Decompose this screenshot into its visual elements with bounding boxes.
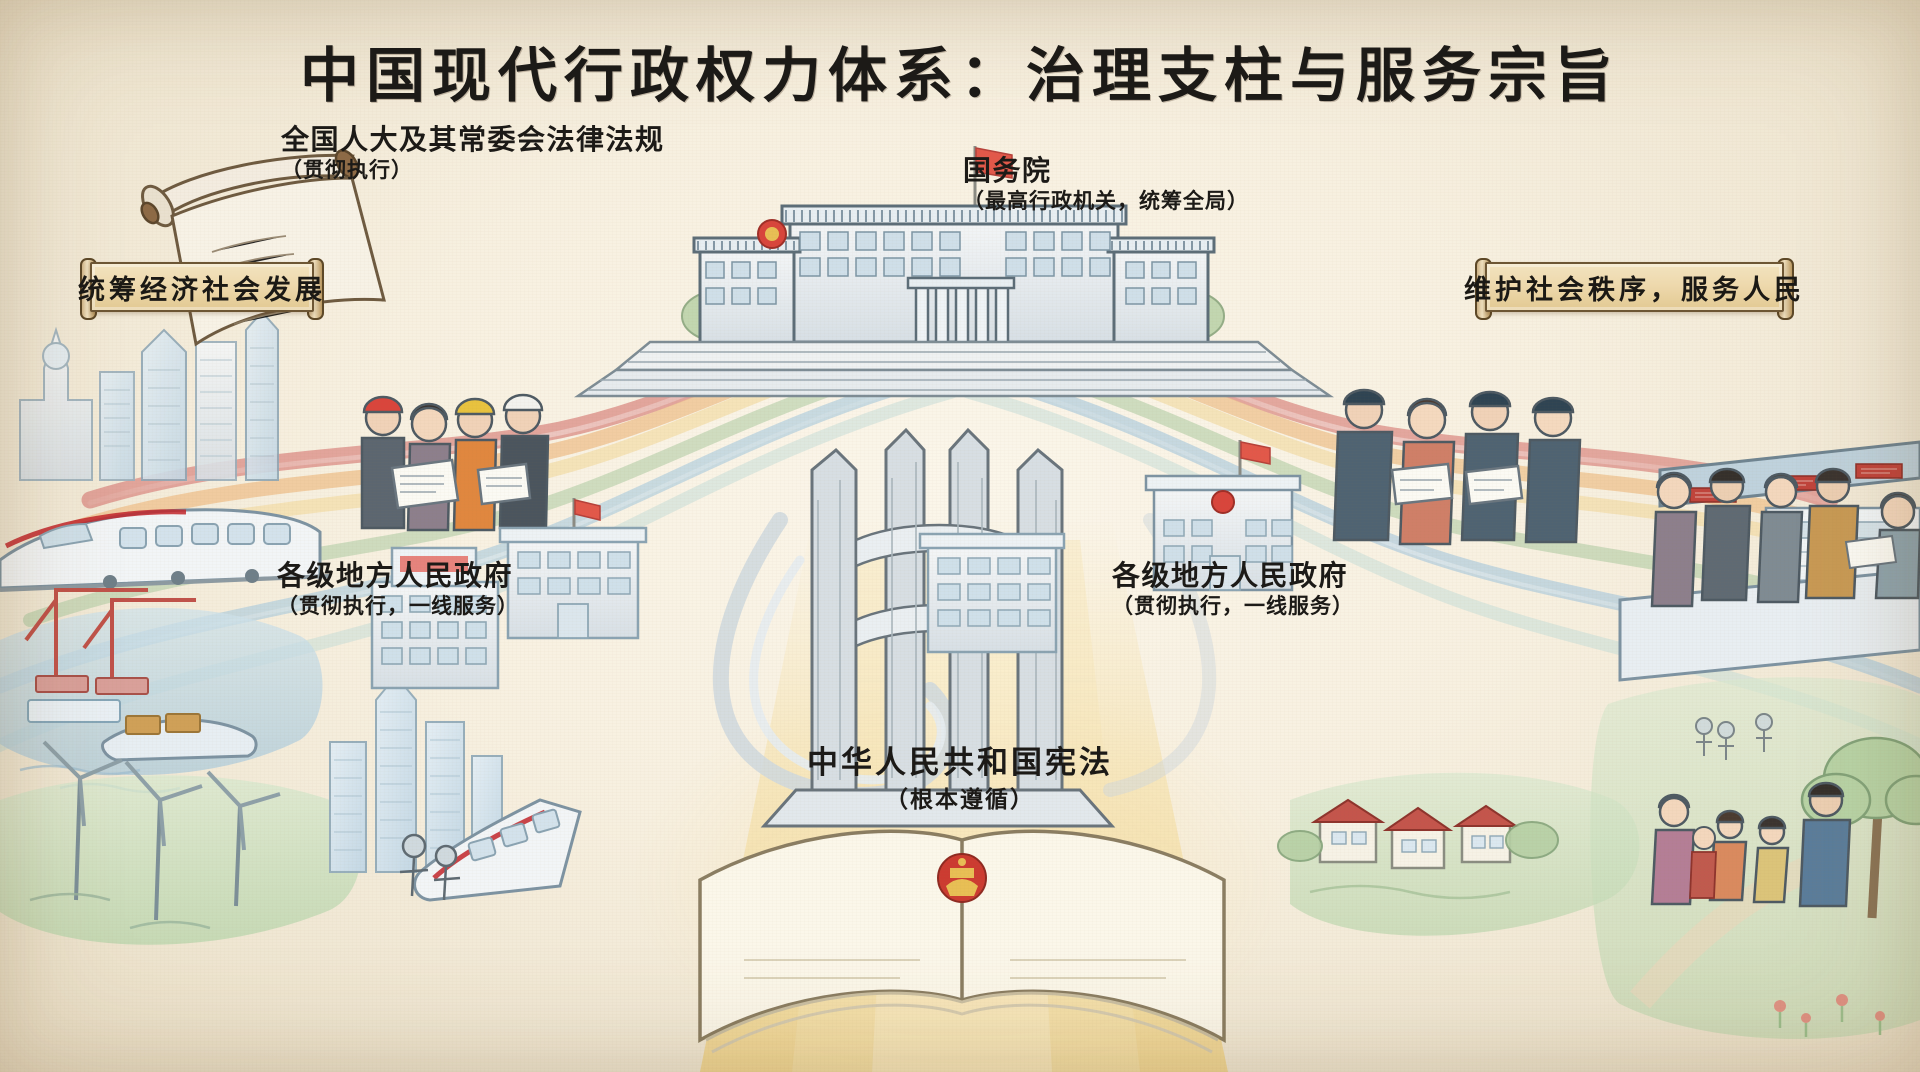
- rural-village-scene: [1277, 772, 1640, 936]
- banner-right: 维护社会秩序，服务人民: [1464, 258, 1801, 320]
- local-gov-right-label-main: 各级地方人民政府: [1112, 561, 1349, 592]
- engineers-meeting-scene: [360, 393, 550, 532]
- banner-right-plate: 维护社会秩序，服务人民: [1464, 262, 1801, 312]
- state-council-label-main: 国务院: [963, 156, 1052, 187]
- local-government-building-right: [1144, 440, 1302, 592]
- local-gov-left-label-main: 各级地方人民政府: [277, 561, 514, 592]
- lower-left-city-rail-scene: [329, 674, 582, 902]
- child-figures: [1689, 851, 1717, 899]
- great-hall-of-the-people-scene: [573, 146, 1335, 398]
- national-emblem-icon: [937, 853, 987, 903]
- npc-label-group: 全国人大及其常委会法律法规 （贯彻执行）: [281, 124, 665, 183]
- banner-left-text: 统筹经济社会发展: [78, 274, 326, 305]
- local-gov-left-label-sub: （贯彻执行，一线服务）: [277, 594, 519, 619]
- page-title: 中国现代行政权力体系：治理支柱与服务宗旨: [299, 43, 1620, 109]
- port-crane-scene: [0, 588, 323, 794]
- local-gov-right-label-sub: （贯彻执行，一线服务）: [1112, 594, 1354, 619]
- npc-label-main: 全国人大及其常委会法律法规: [281, 125, 665, 156]
- pedestrian-figures: [399, 833, 461, 901]
- city-skyline-scene: [19, 310, 279, 481]
- flag-icon: [973, 146, 1013, 214]
- wind-farm-scene: [0, 740, 361, 945]
- banner-right-text: 维护社会秩序，服务人民: [1464, 274, 1805, 305]
- government-service-hall-scene: [1618, 440, 1920, 682]
- constitution-book-scene: [698, 829, 1226, 1054]
- families-in-park-scene: [1590, 677, 1920, 1039]
- local-gov-right-label-group: 各级地方人民政府 （贯彻执行，一线服务）: [1112, 560, 1354, 619]
- npc-label-sub: （贯彻执行）: [281, 158, 413, 183]
- banner-left-plate: 统筹经济社会发展: [78, 262, 322, 312]
- hospital-building-scene: [370, 546, 500, 690]
- right-office-block-scene: [918, 532, 1066, 654]
- local-government-building-left: [498, 498, 648, 640]
- constitution-label-main: 中华人民共和国宪法: [807, 745, 1113, 780]
- state-council-label-sub: （最高行政机关，统筹全局）: [963, 189, 1249, 214]
- state-council-label-group: 国务院 （最高行政机关，统筹全局）: [963, 155, 1249, 214]
- police-officers-scene: [1332, 388, 1582, 546]
- constitution-label-group: 中华人民共和国宪法 （根本遵循）: [0, 745, 1920, 814]
- high-speed-rail-scene: [0, 508, 331, 592]
- local-gov-left-label-group: 各级地方人民政府 （贯彻执行，一线服务）: [277, 560, 519, 619]
- banner-left: 统筹经济社会发展: [78, 258, 324, 320]
- constitution-label-sub: （根本遵循）: [885, 786, 1035, 812]
